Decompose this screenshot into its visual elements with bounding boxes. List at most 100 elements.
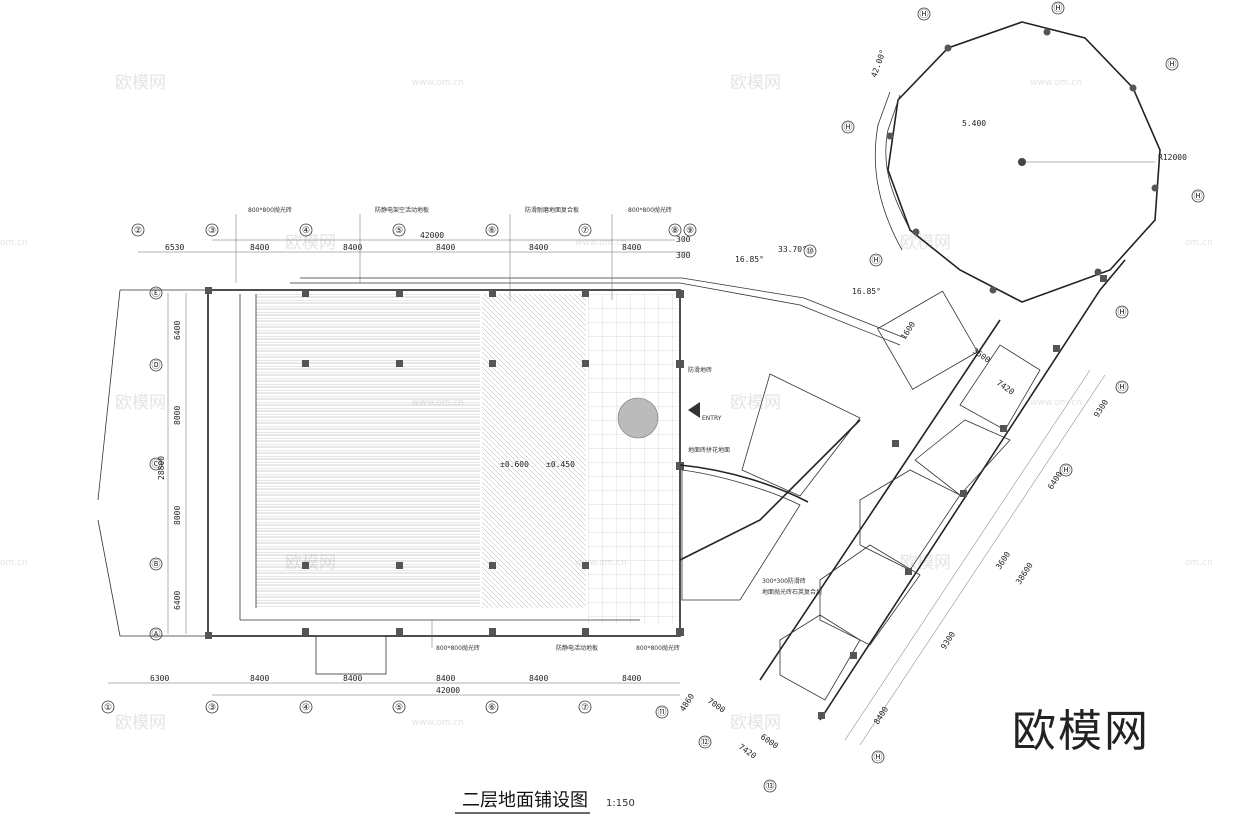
column: [582, 562, 589, 569]
axis-label: ⑫: [700, 737, 709, 748]
column: [489, 562, 496, 569]
axis-bubble: [101, 700, 115, 714]
axis-bubble: [578, 223, 592, 237]
axis-bubble: [803, 244, 817, 258]
column: [489, 290, 496, 297]
axis-bubble: [1115, 305, 1129, 319]
axis-bubble: [869, 253, 883, 267]
round-hall: R12000 5.400 42.00°: [869, 21, 1187, 303]
watermark-url: om.cn: [1185, 238, 1213, 248]
column: [960, 490, 967, 497]
axis-label: Ⓒ: [151, 459, 160, 470]
column: [396, 562, 403, 569]
axis-bubble: [149, 358, 163, 372]
axis-label: Ⓓ: [151, 360, 160, 371]
dim-text: 7000: [706, 696, 727, 715]
floor-medallion: [617, 397, 659, 439]
watermark-url: www.om.cn: [1030, 398, 1082, 408]
site-boundary: [97, 289, 205, 637]
watermark-logo: 欧模网: [285, 233, 336, 253]
column: [676, 360, 684, 368]
material-note: 地面抛光砖石英复合地: [762, 588, 822, 596]
dim-text: 8400: [343, 243, 362, 252]
polished-tile-floor: [588, 294, 678, 624]
material-note: 防静电活动地板: [556, 644, 598, 652]
dim-text: 4860: [678, 692, 696, 713]
column: [905, 568, 912, 575]
column: [396, 628, 403, 635]
wing-wall: [679, 419, 861, 561]
dim-text: 9300: [1092, 398, 1110, 419]
axis-label: ⑦: [581, 226, 589, 236]
material-note: 800*800抛光砖: [436, 644, 480, 652]
axis-bubble: [871, 750, 885, 764]
room-outline: [914, 419, 1011, 496]
dim-text: 8400: [436, 674, 455, 683]
column: [302, 628, 309, 635]
angle-text: 33.70°: [778, 245, 807, 254]
dim-text: 8400: [250, 243, 269, 252]
axis-bubble: [668, 223, 682, 237]
dim-text: 8400: [343, 674, 362, 683]
column: [396, 290, 403, 297]
watermark-url: www.om.cn: [1030, 78, 1082, 88]
radius-label: R12000: [1158, 153, 1187, 162]
axis-label: ⑧: [671, 226, 679, 236]
restroom: [877, 290, 979, 390]
axis-label: Ⓗ: [871, 255, 880, 266]
dim-text: 9300: [939, 630, 957, 651]
dim-text: 6530: [165, 243, 184, 252]
lobby-floor: [681, 469, 801, 601]
drawing-scale: 1:150: [606, 798, 635, 809]
axis-bubble: [205, 700, 219, 714]
axis-bubble: [1059, 463, 1073, 477]
axis-bubble: [1165, 57, 1179, 71]
axis-label: ③: [208, 703, 216, 713]
column: [1100, 275, 1107, 282]
dim-text: 6400: [173, 591, 182, 610]
watermark-url: om.cn: [0, 558, 28, 568]
axis-label: ④: [302, 226, 310, 236]
dim-text: 8400: [436, 243, 455, 252]
axis-bubble: [578, 700, 592, 714]
axis-label: ⑥: [488, 703, 496, 713]
dimension-line: [844, 369, 1091, 741]
dim-text: 8400: [250, 674, 269, 683]
dim-text: 6000: [759, 732, 780, 751]
column: [676, 290, 684, 298]
parquet-floor: [482, 294, 586, 608]
axis-bubble: [1115, 380, 1129, 394]
material-note: 防静电架空活动地板: [375, 206, 429, 214]
axis-bubble: [149, 457, 163, 471]
dimension-line: [859, 374, 1106, 746]
axis-bubble: [205, 223, 219, 237]
axis-label: ⑥: [488, 226, 496, 236]
corridor-edge: [300, 277, 906, 339]
axis-bubble: [655, 705, 669, 719]
axis-bubble: [1051, 1, 1065, 15]
dim-text: 8400: [529, 674, 548, 683]
column: [302, 562, 309, 569]
axis-label: Ⓗ: [1193, 191, 1202, 202]
axis-bubble: [917, 7, 931, 21]
column: [989, 286, 997, 294]
axis-bubble: [299, 223, 313, 237]
axis-label: Ⓔ: [151, 288, 160, 299]
main-hall: ENTRY ±0.600 ±0.450: [205, 277, 906, 675]
column: [302, 360, 309, 367]
material-notes: 800*800抛光砖 防静电架空活动地板 防滑耐磨地面复合板 800*800抛光…: [235, 206, 822, 652]
axis-bubble: [698, 735, 712, 749]
dim-total: 42000: [420, 231, 444, 240]
column: [1043, 28, 1051, 36]
entry-label: ENTRY: [702, 415, 722, 422]
axis-label: ⑪: [657, 707, 666, 718]
axis-label: Ⓗ: [1053, 3, 1062, 14]
column: [489, 628, 496, 635]
watermark-url: www.om.cn: [412, 78, 464, 88]
column: [1053, 345, 1060, 352]
axis-label: Ⓗ: [1117, 307, 1126, 318]
column: [1151, 184, 1159, 192]
axis-label: Ⓗ: [873, 752, 882, 763]
material-note: 800*800抛光砖: [248, 206, 292, 214]
dim-text: 8400: [622, 243, 641, 252]
